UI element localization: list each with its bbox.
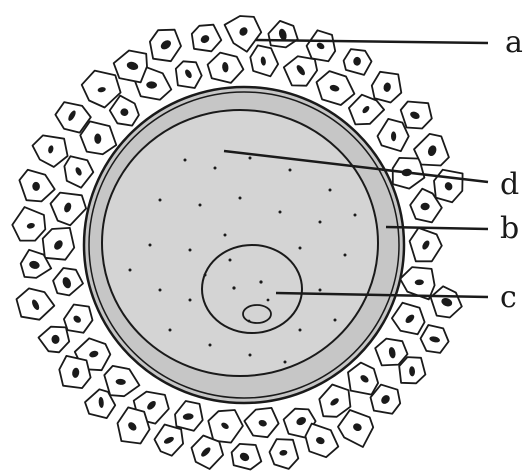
follicle-cell-icon xyxy=(344,49,372,75)
label-b: b xyxy=(500,214,519,244)
yolk-granule xyxy=(299,247,302,250)
follicle-cell-icon xyxy=(208,410,243,443)
yolk-granule xyxy=(129,269,132,272)
follicle-cell-icon xyxy=(155,425,184,456)
yolk-granule xyxy=(334,319,337,322)
follicle-cell-icon xyxy=(80,121,116,154)
follicle-cell-icon xyxy=(434,170,463,203)
yolk-granule xyxy=(199,204,202,207)
yolk-granule xyxy=(224,234,227,237)
yolk-granule xyxy=(344,254,347,257)
nucleus-granule xyxy=(267,299,270,302)
follicle-cell-icon xyxy=(59,356,90,388)
yolk-granule xyxy=(159,199,162,202)
yolk-granule xyxy=(189,299,192,302)
yolk-granule xyxy=(249,157,252,160)
follicle-cell-icon xyxy=(392,303,425,335)
follicle-cell-icon xyxy=(176,61,202,88)
follicle-cell-icon xyxy=(270,439,299,469)
follicle-cell-icon xyxy=(208,53,244,83)
follicle-cell-icon xyxy=(175,401,203,431)
yolk-granule xyxy=(289,169,292,172)
follicle-cell-icon xyxy=(410,228,442,261)
follicle-cell-icon xyxy=(110,96,139,126)
follicle-cell-icon xyxy=(244,408,278,437)
follicle-cell-icon xyxy=(232,444,262,470)
follicle-cell-icon xyxy=(64,156,93,188)
yolk-granule xyxy=(279,211,282,214)
follicle-cell-icon xyxy=(378,119,409,151)
yolk-granule xyxy=(239,197,242,200)
follicle-cell-icon xyxy=(305,424,338,458)
yolk-granule xyxy=(189,249,192,252)
nucleus-granule xyxy=(259,280,262,283)
follicle-cell-icon xyxy=(104,366,139,396)
follicle-cell-icon xyxy=(372,72,402,103)
yolk-granule xyxy=(149,244,152,247)
follicle-cell-icon xyxy=(414,134,449,166)
follicle-cell-icon xyxy=(19,170,54,202)
yolk-granule xyxy=(319,221,322,224)
follicle-cell-icon xyxy=(317,71,355,105)
yolk-granule xyxy=(284,361,287,364)
yolk-granule xyxy=(249,354,252,357)
follicle-cell-icon xyxy=(399,357,425,383)
label-d: d xyxy=(500,170,519,200)
follicle-cell-icon xyxy=(348,363,378,395)
follicle-cell-icon xyxy=(192,25,222,52)
follicle-cell-icon xyxy=(284,56,317,85)
follicle-cell-icon xyxy=(401,102,432,129)
follicle-cell-icon xyxy=(39,327,70,353)
follicle-cell-icon xyxy=(51,193,87,226)
yolk-granule xyxy=(209,344,212,347)
yolk-granule xyxy=(169,329,172,332)
yolk-granule xyxy=(354,214,357,217)
nucleus-granule xyxy=(232,286,235,289)
yolk-granule xyxy=(329,189,332,192)
follicle-cell-icon xyxy=(421,325,449,353)
yolk-granule xyxy=(159,289,162,292)
follicle-cell-icon xyxy=(192,436,224,470)
follicle-cell-icon xyxy=(431,286,462,317)
follicle-cell-icon xyxy=(12,207,45,241)
follicle-cell-icon xyxy=(268,21,297,48)
follicle-cell-icon xyxy=(307,30,336,61)
nucleus-granule xyxy=(248,320,251,323)
follicle-cell-icon xyxy=(43,228,74,260)
follicle-cell-icon xyxy=(319,385,350,417)
yolk-granule xyxy=(299,329,302,332)
follicle-cell-icon xyxy=(64,305,93,333)
yolk-granule xyxy=(214,167,217,170)
label-a: a xyxy=(505,28,523,58)
follicle-cell-icon xyxy=(114,51,147,83)
follicle-cell-icon xyxy=(250,45,278,76)
yolk-granule xyxy=(184,159,187,162)
follicle-cell-icon xyxy=(225,16,262,52)
follicle-cell-icon xyxy=(118,407,150,443)
cytoplasm xyxy=(102,110,378,376)
follicle-cell-icon xyxy=(338,410,373,447)
follicle-cell-icon xyxy=(150,30,181,62)
follicle-cell-icon xyxy=(53,268,83,295)
yolk-granule xyxy=(319,289,322,292)
yolk-granule xyxy=(229,259,232,262)
label-c: c xyxy=(500,283,517,313)
follicle-cell-icon xyxy=(33,135,68,167)
follicle-cell-icon xyxy=(17,288,55,319)
